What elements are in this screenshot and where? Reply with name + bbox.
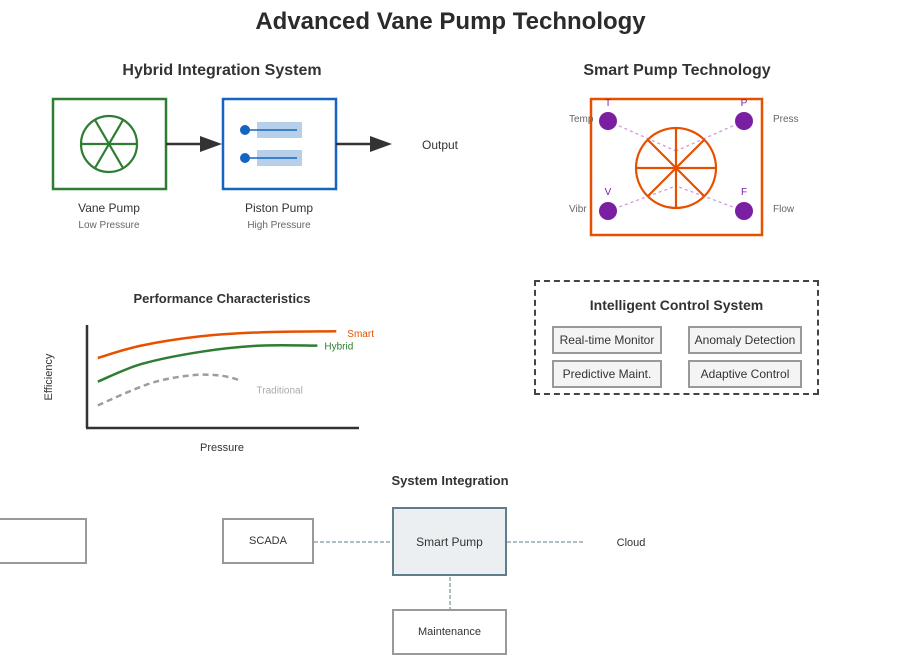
vane-pump-subtitle: Low Pressure xyxy=(78,220,140,231)
hybrid-section-title: Hybrid Integration System xyxy=(122,62,322,79)
piston-pump[interactable] xyxy=(221,97,338,191)
sensor-label: Vibr xyxy=(569,204,587,215)
series-line-smart xyxy=(97,329,337,360)
sensor-label: Flow xyxy=(773,204,795,215)
sensor-press[interactable]: P Press xyxy=(735,98,799,130)
adaptive-control-button[interactable]: Adaptive Control xyxy=(688,360,802,388)
sensor-vibr[interactable]: V Vibr xyxy=(569,187,617,220)
predictive-maintenance-button[interactable]: Predictive Maint. xyxy=(552,360,662,388)
sensor-connections xyxy=(607,120,745,212)
integration-node-scada[interactable]: SCADA xyxy=(222,518,314,564)
smart-pump-diagram: T Temp P Press V Vibr F Flow xyxy=(569,97,799,237)
performance-chart: Pressure Efficiency SmartHybridTradition… xyxy=(43,325,374,454)
series-line-traditional xyxy=(97,373,242,407)
flow-arrow-1 xyxy=(166,136,222,152)
integration-section-title: System Integration xyxy=(391,473,509,488)
series-label-smart: Smart xyxy=(347,329,374,340)
piston-pump-box xyxy=(221,97,338,191)
integration-connections xyxy=(314,541,585,609)
series-label-traditional: Traditional xyxy=(257,386,303,397)
piston-icon xyxy=(240,122,302,166)
y-axis-label: Efficiency xyxy=(43,353,55,400)
sensor-label: Press xyxy=(773,114,799,125)
integration-node-unlabeled[interactable] xyxy=(0,518,87,564)
vane-pump[interactable] xyxy=(51,97,168,191)
output-label: Output xyxy=(422,138,459,152)
sensor-dot xyxy=(599,202,617,220)
intelligent-control-panel: Intelligent Control System Real-time Mon… xyxy=(534,280,819,395)
performance-section-title: Performance Characteristics xyxy=(133,291,311,306)
integration-node-cloud[interactable]: Cloud xyxy=(616,537,646,549)
sensor-letter: P xyxy=(741,98,748,109)
sensor-temp[interactable]: T Temp xyxy=(569,98,617,130)
sensor-flow[interactable]: F Flow xyxy=(735,187,795,220)
sensor-dot xyxy=(599,112,617,130)
anomaly-detection-button[interactable]: Anomaly Detection xyxy=(688,326,802,354)
series-line-hybrid xyxy=(97,343,318,383)
smart-section-title: Smart Pump Technology xyxy=(583,62,771,79)
vane-pump-label: Vane Pump xyxy=(78,201,140,215)
sensor-letter: V xyxy=(605,187,612,198)
sensor-letter: T xyxy=(605,98,611,109)
sensor-dot xyxy=(735,112,753,130)
series-label-hybrid: Hybrid xyxy=(324,342,353,353)
hybrid-diagram: Output Vane Pump Low Pressure Piston Pum… xyxy=(51,97,459,231)
piston-pump-label: Piston Pump xyxy=(245,201,313,215)
vane-rotor-icon xyxy=(79,114,139,174)
flow-arrow-2 xyxy=(336,136,392,152)
x-axis-label: Pressure xyxy=(200,442,244,454)
impeller-icon xyxy=(634,126,718,210)
integration-node-maintenance[interactable]: Maintenance xyxy=(392,609,507,655)
integration-node-smart-pump[interactable]: Smart Pump xyxy=(392,507,507,576)
piston-pump-subtitle: High Pressure xyxy=(247,220,311,231)
control-section-title: Intelligent Control System xyxy=(589,297,764,313)
page-title: Advanced Vane Pump Technology xyxy=(255,8,646,35)
realtime-monitor-button[interactable]: Real-time Monitor xyxy=(552,326,662,354)
sensor-label: Temp xyxy=(569,114,594,125)
sensor-dot xyxy=(735,202,753,220)
sensor-letter: F xyxy=(741,187,747,198)
